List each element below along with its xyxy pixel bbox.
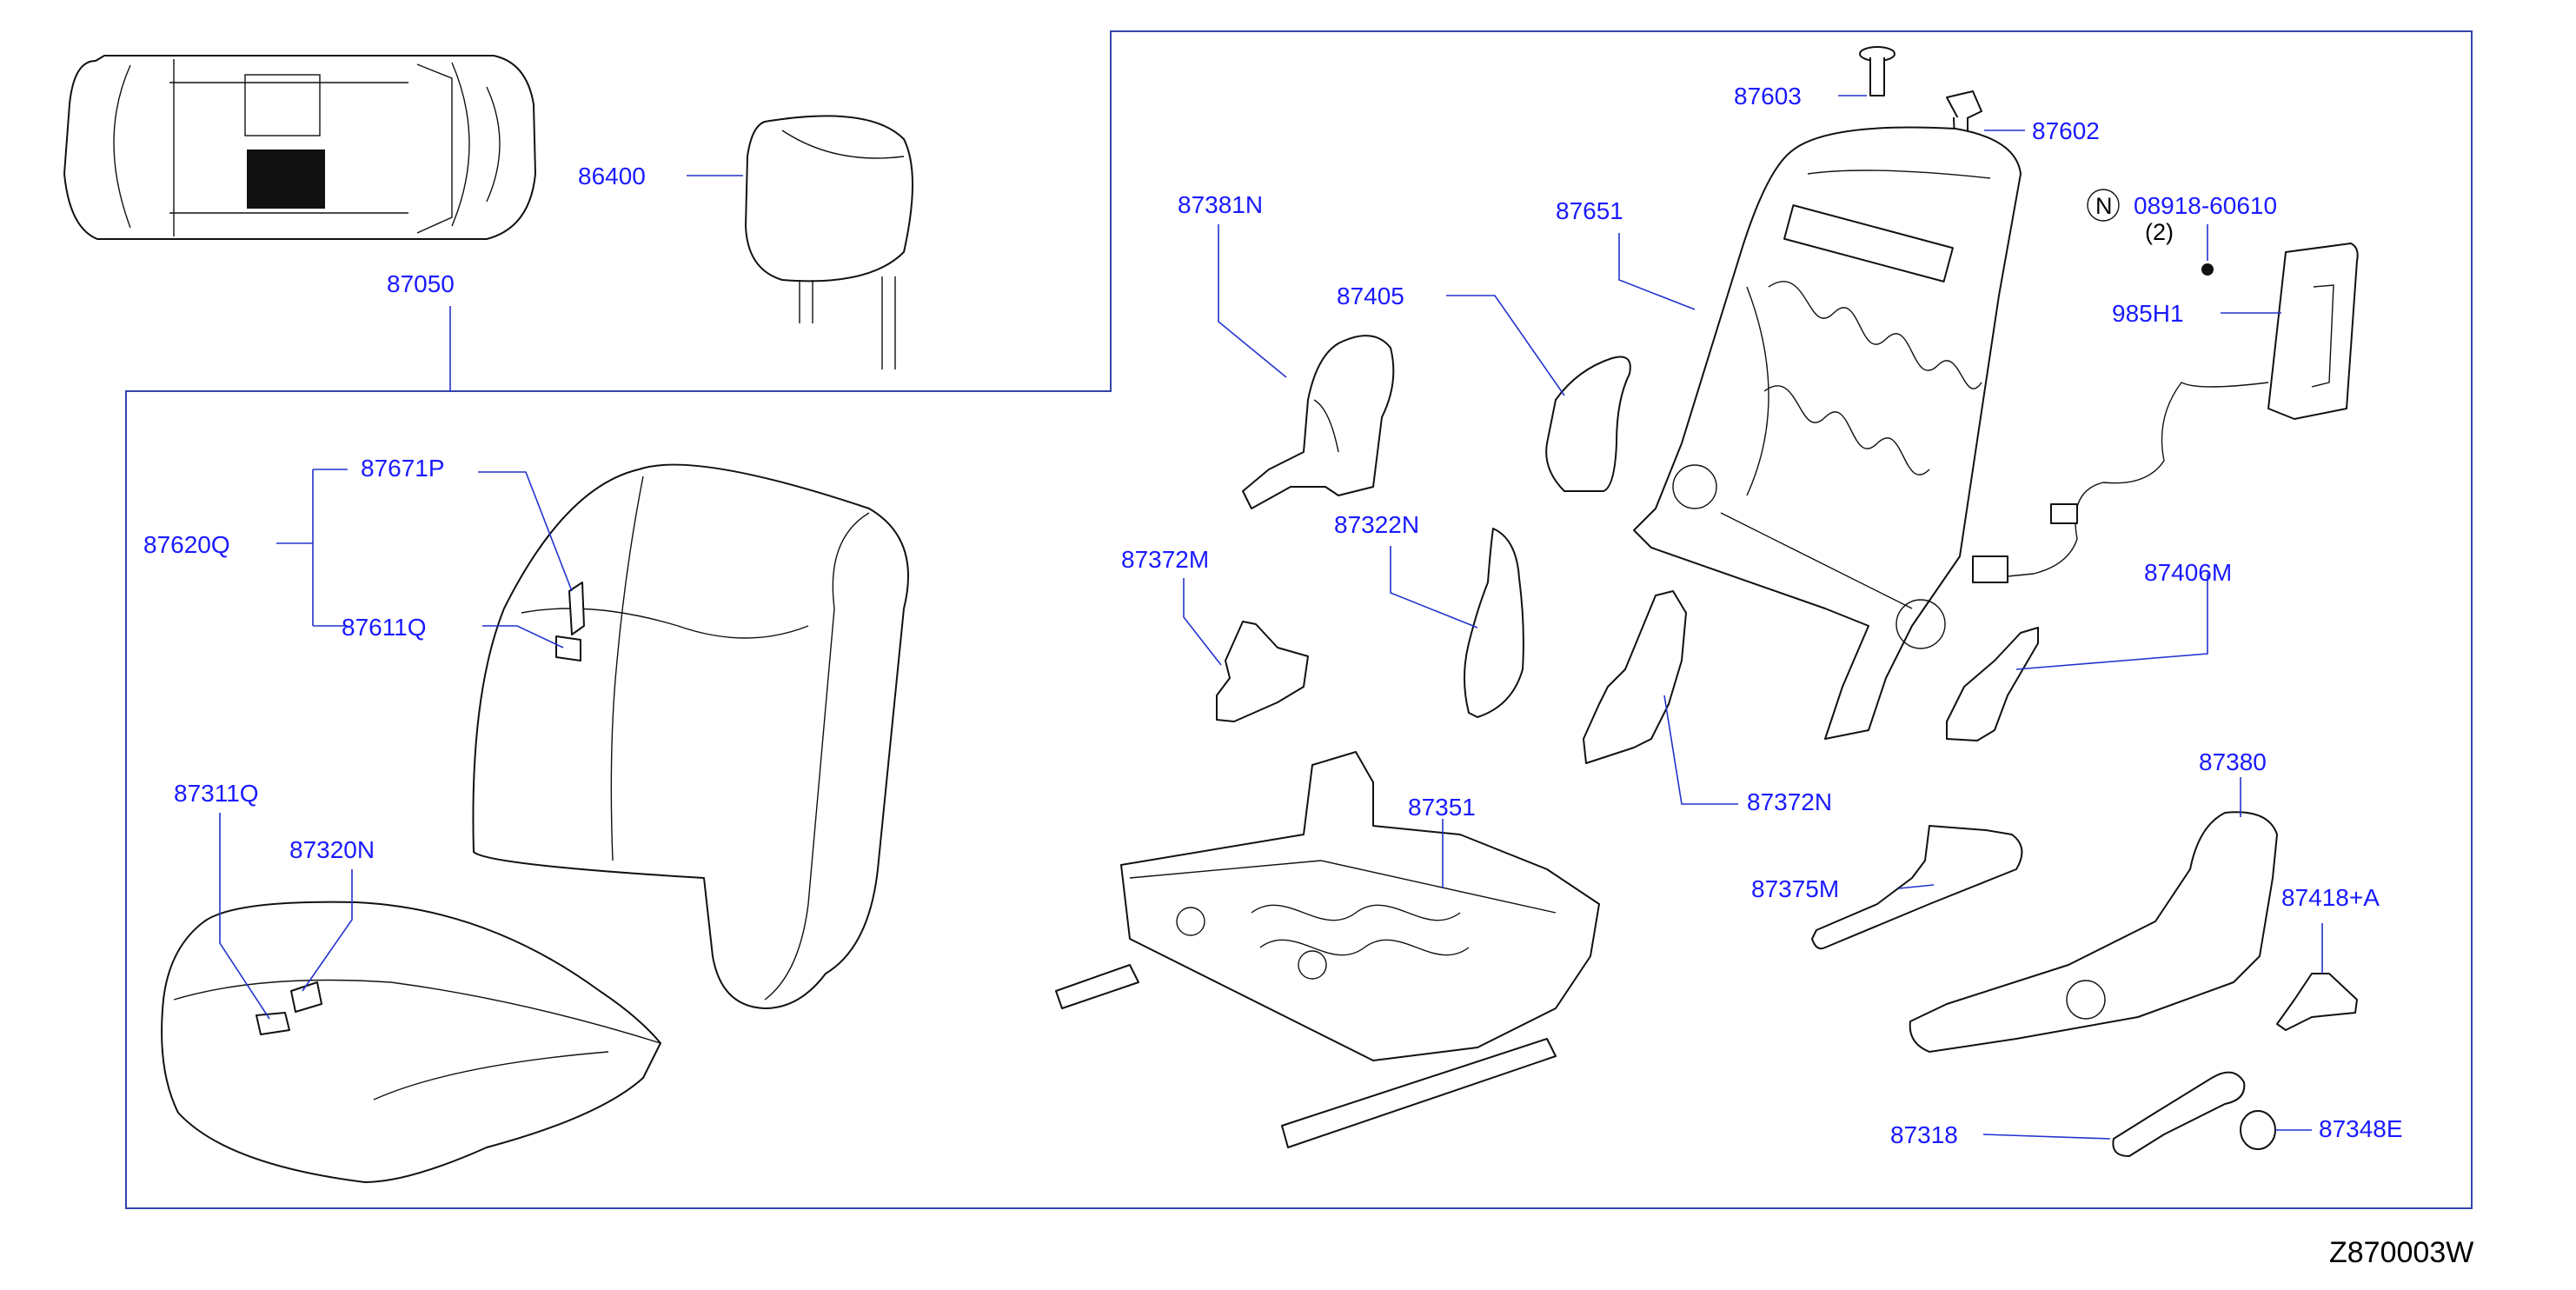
- label-87322n: 87322N: [1334, 511, 1419, 538]
- bracket-87372N: [1583, 590, 1687, 764]
- bracket-87372M: [1216, 621, 1309, 722]
- label-87418a: 87418+A: [2281, 884, 2380, 911]
- label-87406m: 87406M: [2144, 559, 2232, 586]
- seat-assembly-part: [161, 463, 909, 1183]
- label-87620q: 87620Q: [143, 531, 230, 558]
- label-87348e: 87348E: [2319, 1115, 2403, 1142]
- label-87050: 87050: [387, 270, 455, 297]
- side-finisher-87380: [1909, 811, 2278, 1053]
- handle-87318: [2112, 1071, 2246, 1157]
- label-08918-qty: (2): [2145, 219, 2174, 245]
- seatback-frame-87651: [1633, 126, 2022, 740]
- label-87603: 87603: [1734, 83, 1802, 110]
- label-87381n: 87381N: [1178, 191, 1263, 218]
- headrest-part: [745, 115, 913, 369]
- label-87602: 87602: [2032, 117, 2100, 144]
- bracket-87406M: [1946, 627, 2039, 741]
- cover-87381N: [1242, 335, 1395, 509]
- label-87380: 87380: [2199, 748, 2267, 775]
- bolt-mark: N: [2095, 193, 2113, 219]
- label-87375m: 87375M: [1751, 875, 1839, 902]
- label-87320n: 87320N: [289, 836, 375, 863]
- label-87311q: 87311Q: [174, 780, 259, 807]
- lever-87418A: [2276, 973, 2358, 1031]
- label-87405: 87405: [1337, 283, 1404, 309]
- side-airbag-985H1: [1972, 243, 2359, 583]
- label-87351: 87351: [1408, 794, 1476, 821]
- label-87671p: 87671P: [361, 455, 445, 482]
- cover-87405: [1545, 356, 1631, 492]
- label-86400: 86400: [578, 163, 646, 190]
- label-08918-60610: 08918-60610: [2134, 192, 2277, 219]
- headrest-guide-87603: [1859, 46, 1895, 96]
- cushion-frame-87351: [1055, 751, 1600, 1148]
- label-87611q: 87611Q: [342, 614, 427, 641]
- diagram-frame: [125, 30, 2473, 1209]
- label-985h1: 985H1: [2112, 300, 2184, 327]
- vehicle-locator-illustration: [63, 55, 536, 240]
- cap-87348E: [2240, 1110, 2276, 1150]
- bolt-08918-60610: N: [2087, 189, 2214, 276]
- label-87318: 87318: [1890, 1121, 1958, 1148]
- label-87372m: 87372M: [1121, 546, 1209, 573]
- label-87372n: 87372N: [1747, 788, 1832, 815]
- label-87651: 87651: [1556, 197, 1623, 224]
- seat-location-marker: [247, 150, 325, 209]
- diagram-reference: Z870003W: [2329, 1236, 2473, 1269]
- cover-87322N: [1464, 528, 1524, 718]
